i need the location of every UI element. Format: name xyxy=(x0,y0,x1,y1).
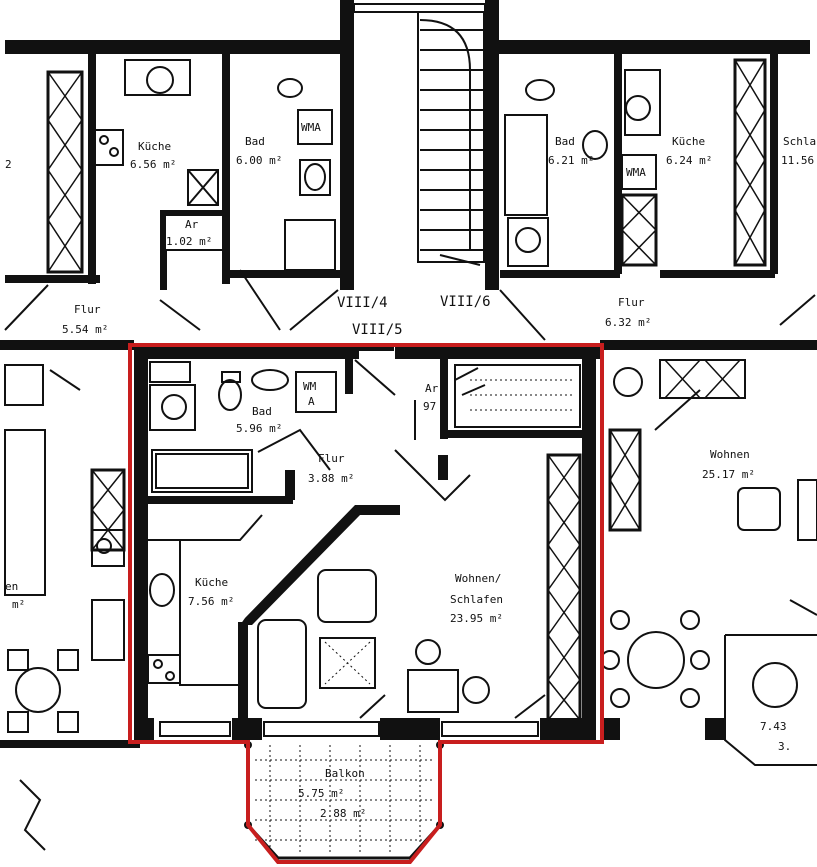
main-ar-area: 97 xyxy=(423,400,436,413)
tl-bad-name: Bad xyxy=(245,135,265,148)
main-wma-line2: A xyxy=(308,395,315,408)
stair-label-viii5: VIII/5 xyxy=(352,322,403,338)
main-wohnen-name2: Schlafen xyxy=(450,593,503,606)
main-wohnen-name: Wohnen/ xyxy=(455,572,501,585)
balkon-area2: 2.88 m² xyxy=(320,807,366,820)
tr-flur-area: 6.32 m² xyxy=(605,316,651,329)
right-unit xyxy=(600,359,817,766)
stair-label-viii6: VIII/6 xyxy=(440,294,491,310)
top-right-fixtures xyxy=(504,58,767,267)
stairwell xyxy=(353,3,486,266)
tr-kueche-name: Küche xyxy=(672,135,705,148)
top-left-fixtures xyxy=(94,59,336,290)
tl-kueche-area: 6.56 m² xyxy=(130,158,176,171)
main-kueche-area: 7.56 m² xyxy=(188,595,234,608)
main-bathroom-fixtures xyxy=(149,361,337,493)
labels: Bad 5.96 m² WM A Flur 3.88 m² Ar 97 Küch… xyxy=(5,121,816,820)
balkon-name: Balkon xyxy=(325,767,365,780)
main-wohnen-area: 23.95 m² xyxy=(450,612,503,625)
left-unit xyxy=(0,364,140,851)
tr-schlaf-name: Schla xyxy=(783,135,816,148)
main-kitchen-fixtures xyxy=(147,514,263,686)
left-frag-3: m² xyxy=(12,598,25,611)
right-wohnen-area: 25.17 m² xyxy=(702,468,755,481)
tl-kueche-name: Küche xyxy=(138,140,171,153)
tl-flur-area: 5.54 m² xyxy=(62,323,108,336)
main-bad-name: Bad xyxy=(252,405,272,418)
main-door-swings xyxy=(257,359,546,719)
main-flur-name: Flur xyxy=(318,452,345,465)
main-wma-line1: WM xyxy=(303,380,317,393)
left-frag-1: 2 xyxy=(5,158,12,171)
main-ar-name: Ar xyxy=(425,382,439,395)
tl-bad-area: 6.00 m² xyxy=(236,154,282,167)
tl-wma: WMA xyxy=(301,121,321,134)
tr-wma: WMA xyxy=(626,166,646,179)
window-markers xyxy=(159,721,539,737)
stair-label-viii4: VIII/4 xyxy=(337,295,388,311)
main-unit-walls xyxy=(0,340,817,740)
main-flur-area: 3.88 m² xyxy=(308,472,354,485)
exterior-walls xyxy=(5,0,810,290)
tl-ar-name: Ar xyxy=(185,218,199,231)
right-frag-2: 3. xyxy=(778,740,791,753)
right-wohnen-name: Wohnen xyxy=(710,448,750,461)
right-frag-1: 7.43 xyxy=(760,720,787,733)
main-bad-area: 5.96 m² xyxy=(236,422,282,435)
left-frag-2: en xyxy=(5,580,18,593)
shaft-top-left xyxy=(46,70,84,274)
tr-kueche-area: 6.24 m² xyxy=(666,154,712,167)
tl-flur-name: Flur xyxy=(74,303,101,316)
main-kueche-name: Küche xyxy=(195,576,228,589)
door-swings-top xyxy=(4,269,816,341)
main-living-furniture xyxy=(257,364,581,713)
tr-bad-area: 6.21 m² xyxy=(548,154,594,167)
main-wardrobe-shaft xyxy=(546,453,582,722)
apartment-highlight xyxy=(128,343,604,864)
balkon-area1: 5.75 m² xyxy=(298,787,344,800)
tr-bad-name: Bad xyxy=(555,135,575,148)
tl-ar-area: 1.02 m² xyxy=(166,235,212,248)
tr-schlaf-area: 11.56 xyxy=(781,154,814,167)
tr-flur-name: Flur xyxy=(618,296,645,309)
